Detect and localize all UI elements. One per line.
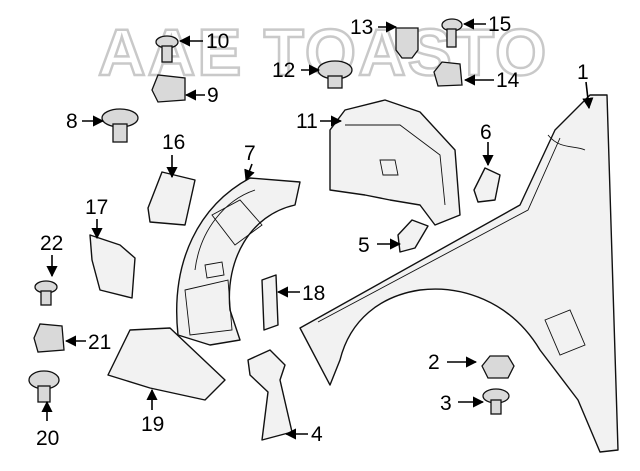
callout-7: 7 xyxy=(244,142,256,165)
wheel-arch-liner-part xyxy=(176,177,301,346)
callout-13: 13 xyxy=(350,16,373,39)
screw-10 xyxy=(155,35,179,63)
clip-nut-2 xyxy=(481,355,515,379)
callout-14: 14 xyxy=(496,69,520,92)
support-bracket-4 xyxy=(247,349,293,441)
callout-labels: 1 2 3 4 5 6 7 8 9 10 11 12 13 14 15 16 1… xyxy=(36,13,589,450)
lower-cover-19 xyxy=(107,327,226,401)
inner-liner-part xyxy=(329,99,461,226)
bolt-3 xyxy=(482,388,510,415)
grommet-13 xyxy=(395,27,419,59)
screw-15 xyxy=(441,18,463,48)
callout-11: 11 xyxy=(296,110,318,133)
bracket-18 xyxy=(261,274,279,331)
clip-21 xyxy=(33,323,65,353)
fender-part xyxy=(299,94,619,453)
callout-8: 8 xyxy=(66,110,78,133)
clip-9 xyxy=(151,74,186,103)
bracket-6 xyxy=(473,167,501,203)
shield-plate-17 xyxy=(89,234,136,299)
bracket-5 xyxy=(397,219,429,253)
callout-16: 16 xyxy=(162,131,185,154)
callout-5: 5 xyxy=(358,234,370,257)
callout-21: 21 xyxy=(88,331,111,354)
clip-14 xyxy=(433,61,463,87)
callout-15: 15 xyxy=(488,13,511,36)
callout-10: 10 xyxy=(206,30,229,53)
leader-lines xyxy=(41,18,594,440)
rivet-20 xyxy=(28,370,60,403)
callout-3: 3 xyxy=(440,392,452,415)
clip-plate-16 xyxy=(147,171,196,226)
callout-1: 1 xyxy=(577,61,589,84)
rivet-12 xyxy=(317,60,353,89)
screw-22 xyxy=(34,280,58,306)
callout-2: 2 xyxy=(428,351,440,374)
rivet-8 xyxy=(101,108,139,143)
callout-20: 20 xyxy=(36,427,59,450)
callout-19: 19 xyxy=(141,413,164,436)
callout-6: 6 xyxy=(480,121,492,144)
callout-22: 22 xyxy=(40,232,63,255)
callout-9: 9 xyxy=(207,84,219,107)
callout-4: 4 xyxy=(311,423,323,446)
callout-17: 17 xyxy=(85,196,108,219)
callout-12: 12 xyxy=(272,59,295,82)
callout-18: 18 xyxy=(302,282,325,305)
